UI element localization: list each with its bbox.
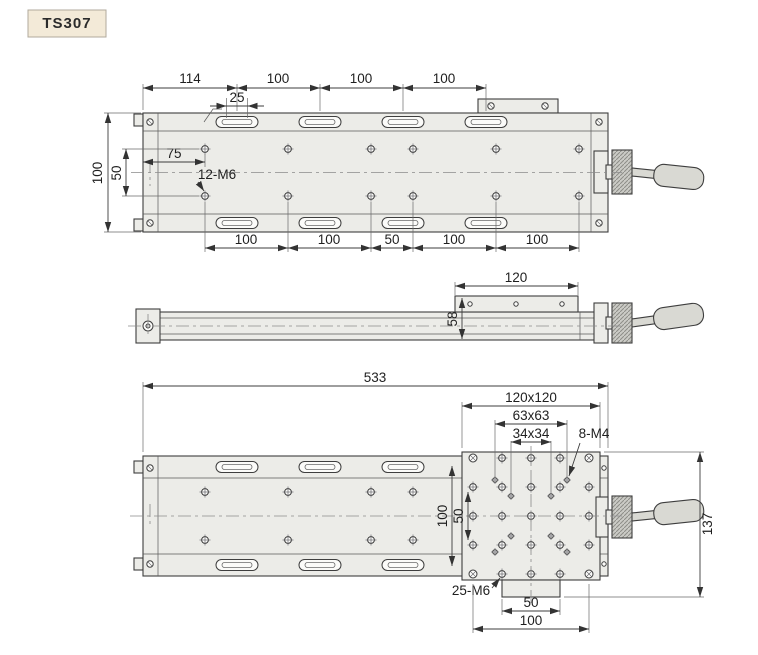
dim-137: 137 [700,513,715,536]
handle-assembly [593,149,705,195]
dim-v100: 100 [435,505,450,528]
model-badge-label: TS307 [42,15,91,32]
left-ear [133,218,144,232]
bottom-view: 533 120x120 63x63 34x34 8-M4 100 50 [130,370,715,633]
dim-v50: 50 [451,508,466,523]
label-8-m4: 8-M4 [579,426,610,441]
dim-row-50: 50 [109,165,124,180]
dim-63x63: 63x63 [513,408,550,423]
knob-knurl [611,149,633,195]
handle-assembly [595,495,705,539]
side-view-dimensions: 120 58 [445,270,579,339]
knob-knurl [611,495,633,539]
dim-58: 58 [445,311,460,326]
dim-100b: 100 [350,71,373,86]
dim-533: 533 [364,370,387,385]
side-view: 120 58 [128,270,705,344]
dim-b100c: 100 [443,232,466,247]
dim-100a: 100 [267,71,290,86]
dim-75: 75 [166,146,181,161]
dim-b100d: 100 [526,232,549,247]
dim-tab-50: 50 [523,595,538,610]
top-view: 114 100 100 100 25 75 12-M6 100 [90,71,705,252]
dim-b100a: 100 [235,232,258,247]
top-view-dimensions: 114 100 100 100 25 75 12-M6 100 [90,71,580,252]
dim-plate-100: 100 [90,162,105,185]
left-ear [133,113,144,127]
dim-114: 114 [179,71,201,86]
model-badge: TS307 [27,9,107,38]
dim-b100b: 100 [318,232,341,247]
dim-tab-100: 100 [520,613,543,628]
handle-assembly [593,302,705,344]
dim-120x120: 120x120 [505,390,557,405]
handle-grip [652,302,705,331]
label-25-m6: 25-M6 [452,583,490,598]
handle-grip [653,163,705,191]
knob-knurl [611,302,633,344]
left-ear [133,460,144,474]
dim-120: 120 [505,270,528,285]
bottom-view-dimensions: 533 120x120 63x63 34x34 8-M4 100 50 [142,370,715,633]
dim-25: 25 [229,90,244,105]
left-ear [133,557,144,571]
handle-grip [653,498,705,526]
label-12-m6: 12-M6 [198,167,236,182]
dim-b50: 50 [384,232,399,247]
dim-100c: 100 [433,71,456,86]
dim-34x34: 34x34 [513,426,550,441]
